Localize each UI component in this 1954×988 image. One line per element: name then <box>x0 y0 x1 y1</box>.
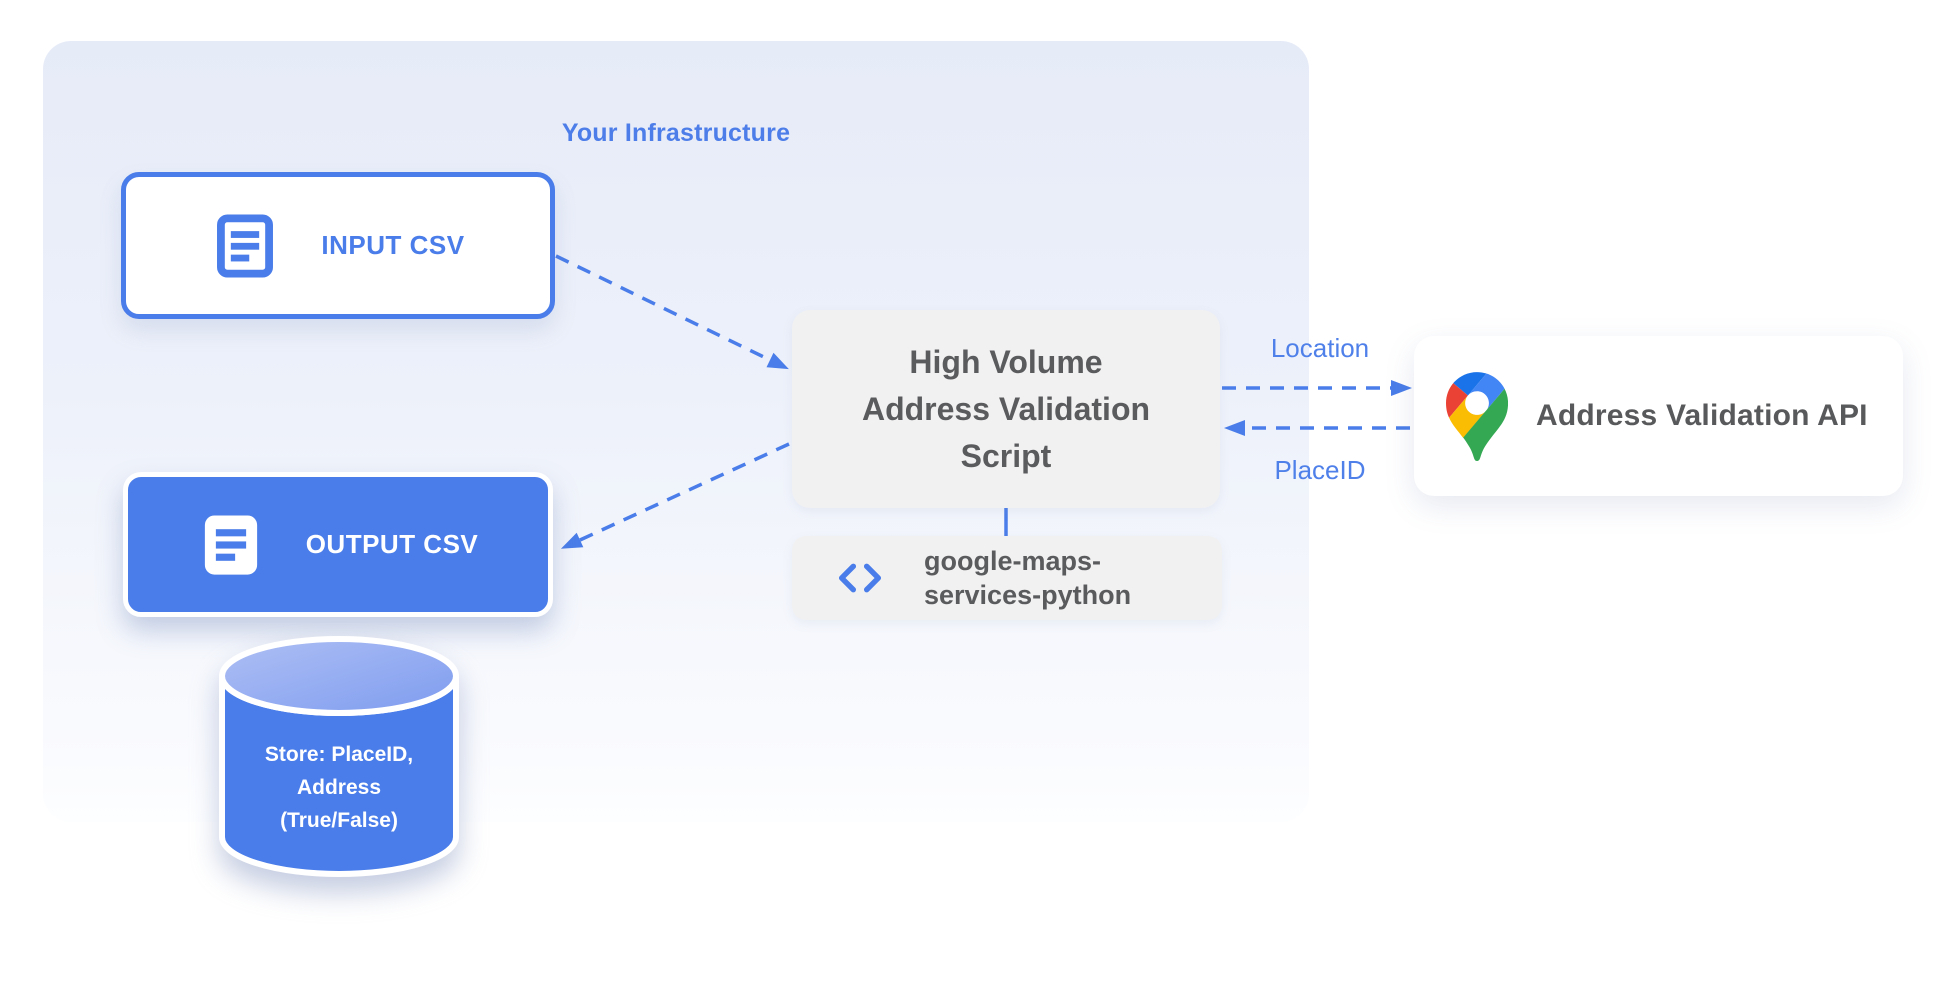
node-script: High Volume Address Validation Script <box>792 310 1220 508</box>
input-csv-label: INPUT CSV <box>321 230 465 260</box>
api-label: Address Validation API <box>1536 399 1868 432</box>
document-icon <box>217 213 274 278</box>
document-icon <box>204 514 257 575</box>
node-output-csv: OUTPUT CSV <box>123 472 553 617</box>
library-label: google-maps- services-python <box>924 546 1132 610</box>
edge-label-placeid: PlaceID <box>1274 455 1366 485</box>
node-api: Address Validation API <box>1414 336 1903 496</box>
google-maps-pin-icon <box>1446 371 1508 461</box>
script-label: High Volume Address Validation Script <box>861 343 1151 474</box>
node-library: google-maps- services-python <box>792 536 1222 620</box>
database-cylinder-icon <box>219 636 459 877</box>
edge-label-location: Location <box>1270 333 1370 363</box>
code-icon <box>838 563 882 593</box>
datastore-label: Store: PlaceID, Address (True/False) <box>264 743 414 832</box>
infrastructure-title: Your Infrastructure <box>561 119 791 147</box>
output-csv-label: OUTPUT CSV <box>305 529 479 559</box>
node-input-csv: INPUT CSV <box>121 172 555 319</box>
